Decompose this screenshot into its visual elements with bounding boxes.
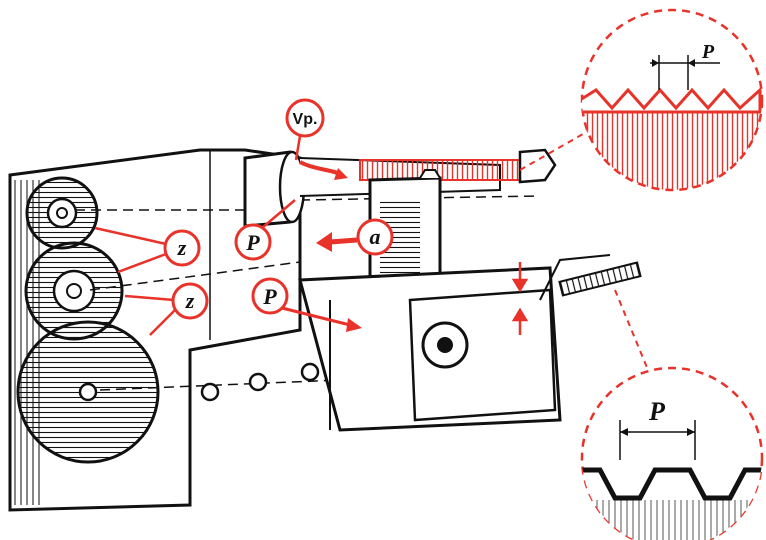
callouts (94, 98, 394, 336)
leadscrew-pitch-detail (580, 289, 764, 540)
feed-label: a (370, 224, 381, 249)
carriage (298, 169, 611, 432)
gear-teeth-label-upper: z (177, 235, 187, 260)
spindle-speed-label: Vp. (293, 111, 318, 128)
pitch-label-lower: P (262, 284, 277, 309)
gear-teeth-label-lower: z (185, 288, 195, 313)
thread-pitch-detail (519, 8, 764, 192)
gear-train (16, 176, 160, 464)
arrow-left-icon (329, 237, 358, 245)
threaded-workpiece (359, 148, 557, 184)
leadscrew-pitch-label: P (648, 397, 666, 426)
feed-knobs (200, 362, 320, 402)
thread-pitch-label: P (701, 41, 715, 63)
pitch-label-upper: P (245, 230, 260, 255)
half-nut-arrows (511, 262, 529, 335)
